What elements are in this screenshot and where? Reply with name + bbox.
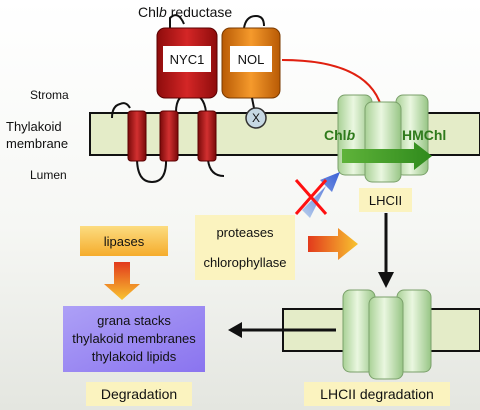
chlb-reductase-pre: Chl	[138, 4, 160, 20]
x-anchor-icon	[245, 107, 267, 129]
chlb-italic: b	[346, 127, 356, 143]
blue-arrow	[302, 172, 340, 218]
chlb-label: Chlb	[324, 127, 355, 143]
grana-stacks-label: grana stacks	[97, 313, 171, 328]
lhcii-label: LHCII	[368, 192, 403, 208]
lipases-label: lipases	[103, 233, 145, 249]
chlb-reductase-label: Chlb reductase	[138, 4, 232, 20]
protease-box: proteases chlorophyllase	[195, 215, 295, 280]
thylakoid-membranes-label: thylakoid membranes	[72, 331, 196, 346]
red-cross-icon	[294, 179, 328, 215]
lhcii-complex-lower	[342, 289, 432, 380]
lumen-label: Lumen	[30, 168, 67, 182]
grana-box-bg	[63, 306, 205, 372]
proteases-label: proteases	[216, 224, 274, 240]
black-arrow-down	[378, 213, 394, 288]
hmchl-label: HMChl	[402, 127, 447, 143]
chlb-reductase-post: reductase	[166, 4, 233, 20]
red-helices	[127, 110, 217, 162]
chlb-reductase-italic: b	[159, 4, 167, 20]
grana-box: grana stacks thylakoid membranes thylako…	[63, 306, 205, 372]
lhcii-degradation-label: LHCII degradation	[320, 386, 434, 402]
transmembrane-helices	[111, 14, 265, 184]
nyc1-label: NYC1	[169, 51, 205, 67]
chlb-pre: Chl	[324, 127, 347, 143]
thylakoid-lipids-label: thylakoid lipids	[91, 349, 177, 364]
orange-arrow-down	[104, 262, 140, 300]
stroma-label: Stroma	[30, 88, 69, 102]
orange-arrow-right	[308, 228, 358, 260]
protease-box-bg	[195, 215, 295, 280]
thylakoid-membrane-label: Thylakoid membrane	[6, 119, 69, 151]
chlb-to-hmchl-arrow	[342, 142, 432, 170]
lhcii-label-bg	[359, 188, 412, 212]
lhcii-degradation-bg	[304, 382, 450, 406]
lipases-box-bg	[80, 226, 168, 256]
nol-label: NOL	[237, 51, 265, 67]
degradation-bg	[86, 382, 192, 406]
x-label: X	[251, 111, 260, 125]
black-arrow-left	[228, 322, 336, 338]
degradation-label: Degradation	[100, 386, 178, 402]
chlorophyllase-label: chlorophyllase	[203, 255, 287, 271]
